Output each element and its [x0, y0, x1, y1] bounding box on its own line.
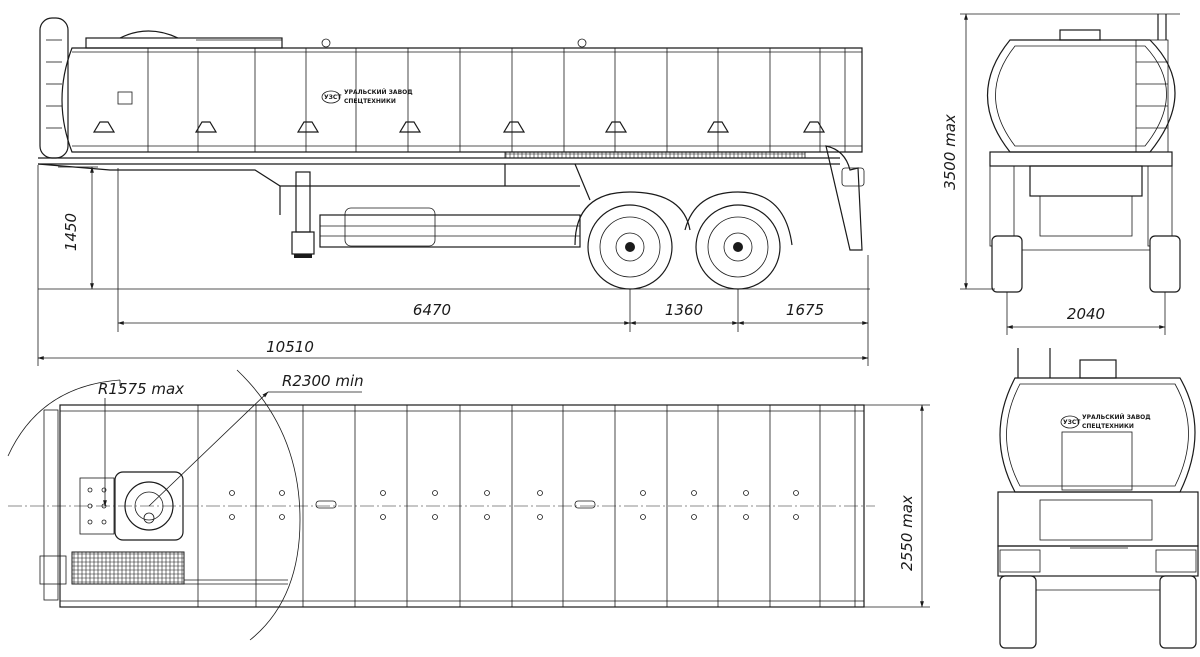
top-view: R1575 max R2300 min 2550 max [7, 369, 930, 641]
front-ladder [39, 17, 69, 159]
side-wheel-rear [695, 204, 781, 290]
dim-overall-width: 2550 max [864, 404, 930, 608]
side-guard [319, 207, 581, 248]
side-wheel-front [587, 204, 673, 290]
side-view: УЗСТ УРАЛЬСКИЙ ЗАВОД СПЕЦТЕХНИКИ [37, 17, 870, 366]
manufacturer-logo-rear: УЗСТ УРАЛЬСКИЙ ЗАВОД СПЕЦТЕХНИКИ [1060, 413, 1151, 430]
dim-text-10510: 10510 [266, 338, 314, 356]
top-walkway [71, 551, 185, 585]
dim-text-2550: 2550 max [898, 495, 916, 571]
logo-line1-side: УРАЛЬСКИЙ ЗАВОД [344, 88, 413, 96]
dim-overall-length: 10510 [37, 165, 869, 366]
front-fender [574, 191, 691, 246]
dim-coupling-height: 1450 [58, 166, 98, 290]
dim-text-3500: 3500 max [941, 114, 959, 190]
arc-r2300 [236, 369, 301, 641]
top-bolts [229, 490, 799, 520]
rear-fender [684, 191, 793, 246]
dim-text-6470: 6470 [413, 301, 451, 319]
dim-text-2040: 2040 [1067, 305, 1105, 323]
landing-gear [291, 171, 315, 258]
logo-mark-side: УЗСТ [324, 94, 342, 101]
logo-line2-rear: СПЕЦТЕХНИКИ [1082, 423, 1134, 430]
dim-wheelbase-row: 6470 1360 1675 [117, 168, 869, 332]
dim-text-r1575: R1575 max [98, 380, 184, 398]
dim-text-1675: 1675 [786, 301, 824, 319]
arc-r1575 [7, 379, 121, 457]
dim-text-r2300: R2300 min [282, 372, 364, 390]
logo-mark-rear: УЗСТ [1063, 419, 1081, 426]
logo-line2-side: СПЕЦТЕХНИКИ [344, 98, 396, 105]
logo-line1-rear: УРАЛЬСКИЙ ЗАВОД [1082, 413, 1151, 421]
tank-body [61, 30, 863, 153]
rear-view: УЗСТ УРАЛЬСКИЙ ЗАВОД СПЕЦТЕХНИКИ [997, 348, 1199, 649]
manufacturer-logo-side: УЗСТ УРАЛЬСКИЙ ЗАВОД СПЕЦТЕХНИКИ [321, 88, 413, 105]
chassis-frame [37, 145, 865, 251]
dim-text-1360: 1360 [665, 301, 703, 319]
front-view: 3500 max 2040 [941, 13, 1181, 335]
dim-text-1450: 1450 [62, 213, 80, 251]
